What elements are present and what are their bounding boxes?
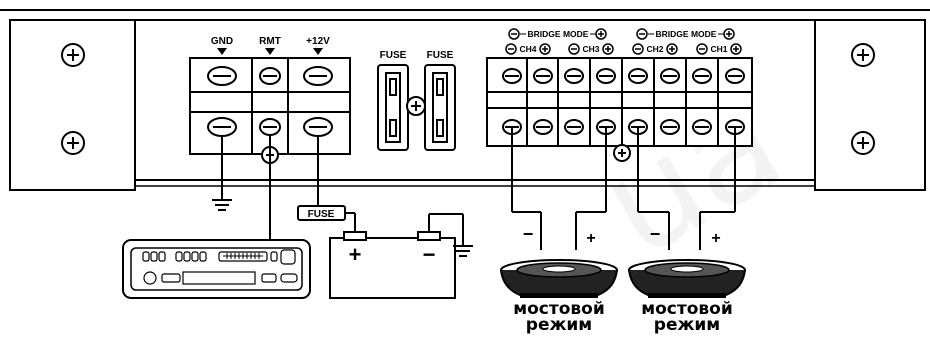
speaker-wires-left [511, 127, 607, 250]
battery-plus-label: + [349, 242, 362, 267]
speaker-left-caption-line2: режим [526, 315, 592, 335]
ground-wire [212, 136, 232, 211]
speaker-left-plus: + [586, 230, 595, 247]
channel-label-ch2: CH2 [632, 43, 678, 55]
screw-icon [613, 144, 631, 162]
rmt-label: RMT [259, 36, 281, 47]
plus12v-label: +12V [306, 36, 330, 47]
screw-icon [61, 131, 85, 155]
bridge-mode-left: BRIDGE MODE [508, 28, 607, 40]
speaker-right-icon [628, 259, 746, 298]
speaker-right-caption-line2: режим [654, 315, 720, 335]
speaker-right-plus: + [711, 230, 720, 247]
speaker-terminal-block [486, 57, 753, 147]
power-wire [317, 136, 356, 232]
bridge-mode-right-label: BRIDGE MODE [656, 29, 717, 39]
screw-icon [851, 131, 875, 155]
fuse-right-label: FUSE [427, 50, 454, 61]
channel-label-ch3: CH3 [568, 43, 614, 55]
svg-text:FUSE: FUSE [308, 209, 335, 220]
speaker-right-caption-line1: мостовой [641, 299, 733, 319]
fuse-left [377, 64, 409, 151]
speaker-wires-right [637, 127, 736, 250]
screw-icon [61, 43, 85, 67]
fuse-right [424, 64, 456, 151]
speaker-left-caption-line1: мостовой [513, 299, 605, 319]
amplifier-chassis [0, 9, 930, 191]
battery [329, 231, 456, 299]
channel-label-ch1: CH1 [696, 43, 742, 55]
head-unit-buttons [142, 249, 298, 285]
arrow-down-icon [217, 48, 323, 55]
gnd-label: GND [211, 36, 233, 47]
head-unit [122, 239, 311, 299]
head-unit-display-segments [223, 253, 263, 259]
battery-minus-label: − [423, 242, 436, 267]
speaker-left-minus: − [523, 224, 534, 244]
screw-icon [851, 43, 875, 67]
bridge-mode-right: BRIDGE MODE [636, 28, 735, 40]
battery-ground-wire [428, 213, 473, 257]
svg-text:CH3: CH3 [582, 44, 599, 54]
speaker-right-minus: − [650, 224, 661, 244]
channel-label-ch4: CH4 [505, 43, 551, 55]
bridge-mode-left-label: BRIDGE MODE [528, 29, 589, 39]
speaker-left-icon [500, 259, 618, 298]
svg-text:CH1: CH1 [710, 44, 727, 54]
svg-text:CH2: CH2 [646, 44, 663, 54]
inline-fuse: FUSE [297, 205, 346, 221]
screw-icon [406, 96, 426, 116]
fuse-left-label: FUSE [380, 50, 407, 61]
svg-text:CH4: CH4 [519, 44, 536, 54]
